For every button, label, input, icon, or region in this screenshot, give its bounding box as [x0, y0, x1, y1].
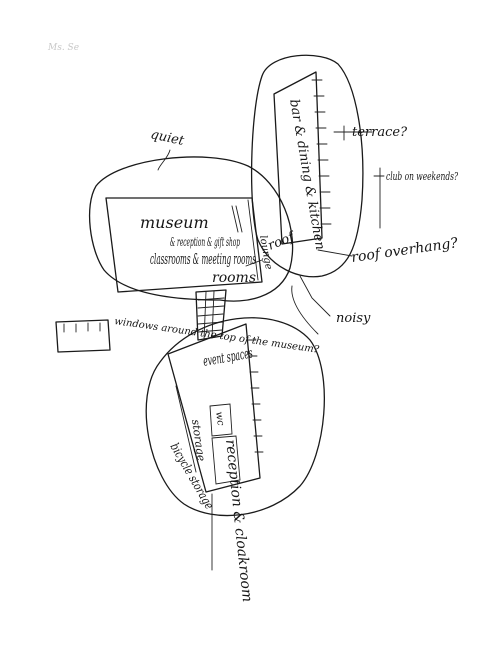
windows-sketch-panes	[63, 322, 101, 333]
bar-dining-kitchen-label: bar & dining & kitchen	[286, 98, 327, 251]
roof-label: roof	[266, 229, 298, 254]
bar-windows	[311, 79, 332, 225]
reception-gift-shop-label: & reception & gift shop	[170, 235, 240, 249]
terrace-leader	[333, 125, 373, 141]
museum-bubble	[88, 156, 294, 302]
reception-room	[211, 435, 241, 485]
noisy-label: noisy	[336, 311, 371, 326]
museum-stair	[231, 205, 243, 233]
glass-bridge-hatching	[197, 290, 225, 341]
storage-label: storage	[189, 419, 208, 463]
terrace-label: terrace?	[352, 125, 408, 140]
wc-label: wc	[213, 411, 226, 427]
event-spaces-label: event spaces	[202, 345, 254, 369]
museum-label: museum	[140, 213, 209, 232]
roof-overhang-leader	[317, 249, 353, 257]
event-windows	[247, 339, 264, 453]
club-bracket	[373, 167, 385, 229]
museum-inner-divider	[247, 199, 259, 281]
meeting-rooms-label: rooms	[212, 270, 256, 286]
event-block	[167, 323, 261, 493]
roof-overhang-label: roof overhang?	[350, 235, 459, 266]
museum-block	[105, 197, 263, 293]
quiet-label: quiet	[149, 127, 186, 149]
wc-room	[209, 403, 233, 437]
roof-leader	[245, 259, 263, 267]
page-note: Ms. Se	[47, 43, 79, 53]
event-left-wall	[175, 385, 197, 473]
classrooms-label: classrooms & meeting rooms	[150, 250, 256, 268]
reception-cloakroom-label: reception & cloakroom	[222, 439, 255, 603]
glass-bridge	[195, 289, 227, 341]
event-bubble	[145, 317, 325, 517]
bar-dining-kitchen-block	[273, 71, 323, 245]
noisy-leaders	[291, 275, 331, 335]
club-label: club on weekends?	[386, 170, 458, 183]
windows-sketch	[55, 319, 111, 353]
quiet-leader	[157, 149, 171, 171]
bicycle-storage-label: bicycle storage	[167, 441, 216, 512]
